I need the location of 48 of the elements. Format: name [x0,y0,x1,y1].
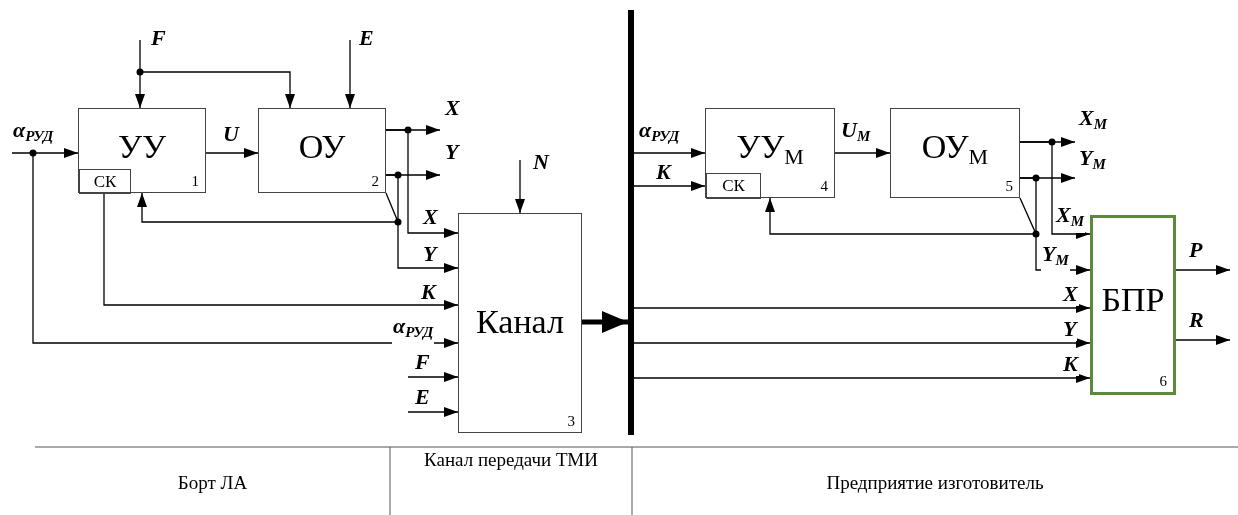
arrow [345,39,355,109]
block-label: СК [92,172,118,192]
block-number: 5 [1005,178,1013,195]
arrow [765,177,1037,235]
section-label: Борт ЛА [176,472,249,494]
arrow [633,338,1091,348]
arrow [633,148,706,158]
arrow [407,407,459,417]
arrow [11,148,79,158]
arrow [137,174,399,223]
arrow [385,129,459,238]
arrow [205,148,259,158]
block-label: УУ [116,127,168,167]
block-label: ОУ [297,127,347,167]
block-label: Канал [475,302,565,342]
arrow [1175,335,1231,345]
arrow [582,311,628,333]
section-label: Канал передачи ТМИ [423,449,599,471]
block-label: УУ$_{М}$ [735,127,805,171]
block [458,213,582,433]
sub-block [79,169,131,194]
block-number: 2 [371,173,379,190]
block-label: БПР [1100,280,1166,320]
arrow [103,192,459,310]
block-label: ОУ$_{М}$ [920,127,990,171]
arrow [1019,141,1091,239]
block-number: 6 [1159,373,1167,390]
arrow [633,181,706,191]
block [705,108,835,198]
arrow [633,303,1091,313]
block [78,108,206,193]
arrow [385,192,459,273]
block [258,108,386,193]
sub-block [706,173,761,199]
block-number: 1 [191,173,199,190]
arrow [834,148,891,158]
block-number: 4 [820,178,828,195]
divider-bar [628,10,634,435]
block [890,108,1020,198]
block-number: 3 [567,413,575,430]
block-label: СК [721,176,746,196]
arrow [135,39,145,109]
section-label: Предприятие изготовитель [825,472,1045,494]
arrow [515,159,525,214]
arrow [407,372,459,382]
arrow [1175,265,1231,275]
block [1090,215,1176,395]
arrow [633,373,1091,383]
